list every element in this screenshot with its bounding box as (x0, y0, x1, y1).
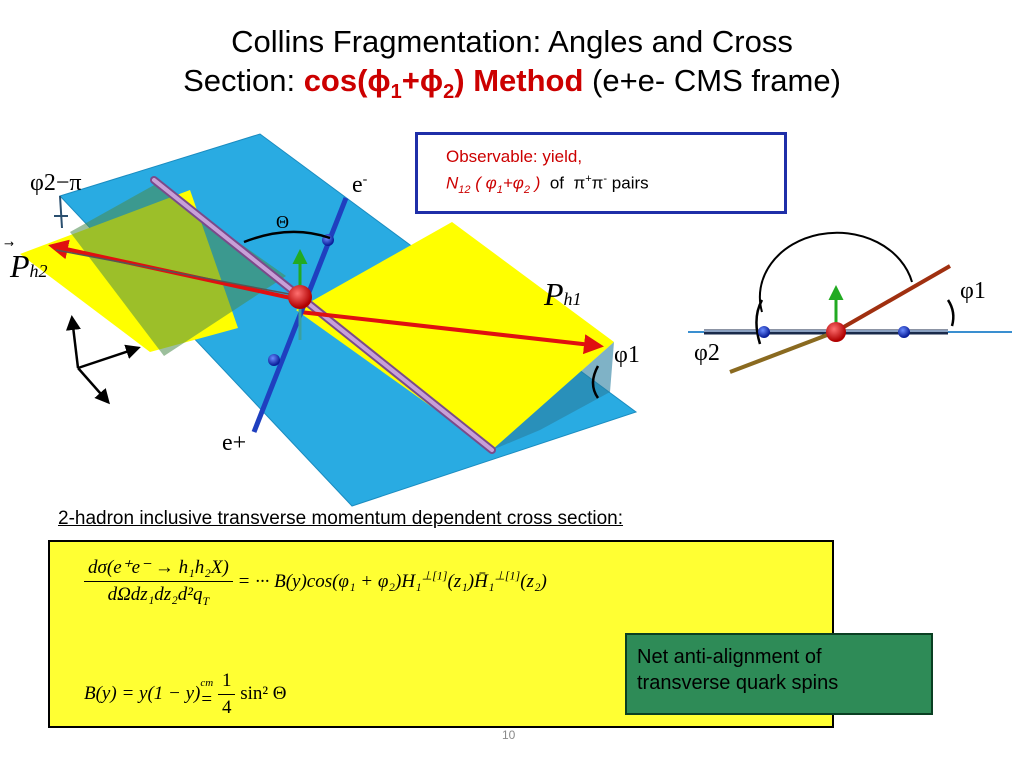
label-e-minus: e- (352, 172, 367, 199)
right-azimuth-arc (758, 231, 913, 313)
eq1-denominator: dΩdz₁dz₂d²qT (84, 582, 233, 609)
slide-title: Collins Fragmentation: Angles and Cross … (0, 22, 1024, 112)
label-phi1-left: φ1 (614, 342, 640, 368)
obs-sub1: 1 (496, 184, 503, 197)
observable-line-2: N12 ( φ1+φ2 ) of π+π- pairs (446, 168, 784, 202)
p-h1-vector (299, 310, 604, 355)
label-phi2-minus-pi: φ2−π (30, 170, 82, 196)
title-method: cos(ϕ1+ϕ2) Method (303, 63, 584, 103)
eq2-rhs: sin² Θ (240, 682, 287, 704)
label-p-h2-sub: h2 (29, 261, 48, 281)
eq2-lhs: B(y) = y(1 − y) (84, 682, 201, 704)
eq1-sup2: ⊥[1] (494, 568, 521, 583)
obs-sup-minus: - (603, 173, 608, 185)
title-method-word: ) Method (454, 63, 584, 98)
title-plus: +ϕ (401, 63, 444, 98)
note-line-1: Net anti-alignment of (637, 646, 822, 668)
title-sub1: 1 (390, 81, 402, 104)
right-phi1-arc (946, 299, 955, 327)
label-e-minus-sup: - (362, 172, 368, 187)
phi2-tick-line (59, 195, 63, 229)
eq2-eq: = (201, 689, 213, 710)
label-p-h1: Ph1 (544, 276, 582, 313)
right-phi2-arc (755, 299, 764, 345)
eq2-cm: cm (200, 677, 214, 689)
label-e-minus-letter: e (352, 172, 363, 198)
note-line-2: transverse quark spins (637, 672, 839, 694)
right-beam-ball-left (758, 326, 770, 338)
obs-close: ) (530, 173, 541, 193)
eq1-rhs: = ··· B(y)cos(φ₁ + φ₂)H₁ (237, 570, 422, 592)
eq1-end: (z₂) (520, 570, 547, 592)
label-theta: Θ (276, 212, 289, 232)
obs-n: N (446, 173, 459, 193)
label-phi1-right: φ1 (960, 278, 986, 304)
title-cos: cos(ϕ (303, 63, 391, 98)
obs-plus: +φ (502, 173, 524, 193)
page-number: 10 (502, 728, 516, 742)
title-suffix: (e+e- CMS frame) (583, 63, 841, 98)
right-beam-ball-right (898, 326, 910, 338)
triad-axis-x (77, 344, 141, 370)
triad-axis-z (65, 315, 81, 369)
interaction-point (288, 285, 312, 309)
eq2-denominator: 4 (221, 697, 232, 718)
p-h2-projection (55, 249, 301, 297)
label-p-h1-letter: P (544, 276, 564, 312)
right-interaction-point (826, 322, 846, 342)
obs-sub2: 2 (523, 184, 531, 197)
triad-axis-y (77, 367, 110, 405)
eq1-den-text: dΩdz₁dz₂d²q (107, 584, 203, 605)
title-sub2: 2 (443, 81, 455, 104)
obs-sup-plus: + (585, 173, 592, 185)
label-p-h2-letter: P (10, 248, 30, 284)
label-p-h1-sub: h1 (563, 289, 582, 309)
label-phi2-right: φ2 (694, 340, 720, 366)
title-line-2: Section: cos(ϕ1+ϕ2) Method (e+e- CMS fra… (0, 61, 1024, 112)
right-p-h1-rod (834, 264, 951, 334)
eq1-fraction: dσ(e⁺e⁻ → h₁h₂X) dΩdz₁dz₂d²qT (84, 556, 233, 609)
obs-of: of π (540, 173, 586, 193)
anti-alignment-note: Net anti-alignment of transverse quark s… (625, 633, 933, 715)
observable-box: Observable: yield, N12 ( φ1+φ2 ) of π+π-… (415, 132, 787, 214)
phi1-arc-left (591, 365, 600, 399)
obs-pairs: pairs (607, 173, 649, 193)
eq1-numerator: dσ(e⁺e⁻ → h₁h₂X) (84, 556, 233, 582)
observable-line-1: Observable: yield, (446, 147, 583, 166)
theta-arc (243, 230, 331, 244)
cross-section-heading: 2-hadron inclusive transverse momentum d… (58, 508, 624, 529)
obs-open: ( φ (470, 173, 497, 193)
title-prefix: Section: (183, 63, 304, 98)
label-p-h2: ⃗ Ph2 (10, 248, 48, 285)
label-e-plus: e+ (222, 430, 247, 456)
beam-ball-lower (268, 354, 280, 366)
hadron2-plane-overlay (70, 184, 286, 356)
obs-pi: π (591, 173, 604, 193)
eq2-cm-eq: cm= (200, 678, 213, 711)
right-p-h2-rod (729, 330, 836, 374)
obs-n-sub: 12 (458, 184, 471, 197)
hadron1-plane (296, 222, 614, 450)
eq1-den-sub: T (202, 593, 210, 608)
title-line-1: Collins Fragmentation: Angles and Cross (231, 24, 793, 59)
cross-section-equation: dσ(e⁺e⁻ → h₁h₂X) dΩdz₁dz₂d²qT = ··· B(y)… (84, 556, 547, 609)
eq2-numerator: 1 (217, 670, 236, 695)
hadron1-plane-shadow (492, 342, 614, 450)
eq1-sup1: ⊥[1] (421, 568, 448, 583)
eq1-mid: (z₁)H̄₁ (447, 570, 495, 592)
